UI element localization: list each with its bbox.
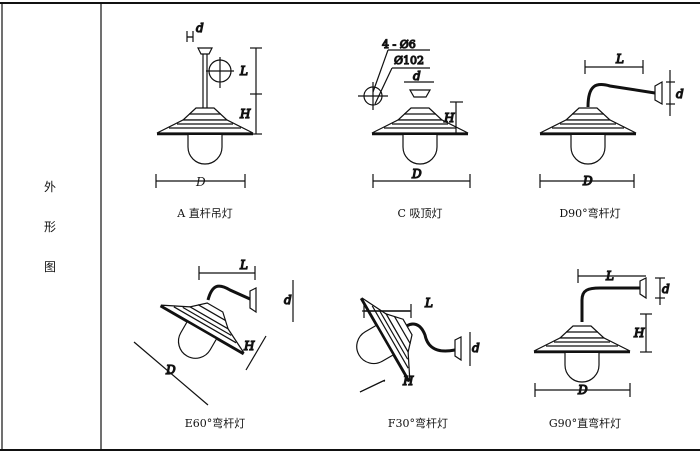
lamp-a-drawing bbox=[155, 31, 262, 188]
annotation-holes: 4 - Ø6 bbox=[382, 38, 416, 51]
caption-a: A 直杆吊灯 bbox=[177, 207, 233, 220]
caption-e: E60°弯杆灯 bbox=[184, 417, 246, 430]
dim-l-f: L bbox=[424, 296, 433, 310]
lamp-c-drawing bbox=[358, 49, 471, 188]
dim-h-c: H bbox=[443, 111, 455, 125]
lamp-e-drawing bbox=[133, 266, 294, 406]
dim-d-g: d bbox=[662, 282, 670, 296]
caption-d: D90°弯杆灯 bbox=[559, 207, 621, 220]
dim-D-c: D bbox=[411, 167, 422, 181]
dim-d-c: d bbox=[413, 69, 421, 83]
caption-g: G90°直弯杆灯 bbox=[548, 417, 622, 430]
caption-f: F30°弯杆灯 bbox=[387, 417, 449, 430]
dim-l-e: L bbox=[239, 258, 248, 272]
dim-D-d: D bbox=[582, 174, 593, 188]
annotation-base-dia: Ø102 bbox=[394, 54, 424, 67]
dim-h-g: H bbox=[633, 326, 645, 340]
lamp-f-drawing bbox=[333, 284, 471, 398]
side-label-char-3: 图 bbox=[44, 260, 57, 274]
lamp-g-drawing bbox=[532, 269, 665, 397]
dim-D-a: D bbox=[195, 175, 206, 189]
dim-d-a: d bbox=[196, 21, 204, 35]
side-label-char-2: 形 bbox=[44, 220, 57, 234]
dim-d-f: d bbox=[472, 341, 480, 355]
lamp-d-drawing bbox=[538, 60, 675, 188]
dim-h-e: H bbox=[243, 339, 255, 353]
dim-l-d: L bbox=[615, 52, 624, 66]
dim-l-a: L bbox=[239, 64, 248, 78]
dim-h-a: H bbox=[239, 107, 251, 121]
dim-D-e: D bbox=[165, 363, 176, 377]
side-label-char-1: 外 bbox=[44, 180, 57, 194]
dim-h-f: H bbox=[402, 374, 414, 388]
caption-c: C 吸顶灯 bbox=[397, 207, 443, 220]
dim-l-g: L bbox=[605, 269, 614, 283]
dim-d-d: d bbox=[676, 87, 684, 101]
dim-d-e: d bbox=[284, 293, 292, 307]
dim-D-g: D bbox=[577, 383, 588, 397]
